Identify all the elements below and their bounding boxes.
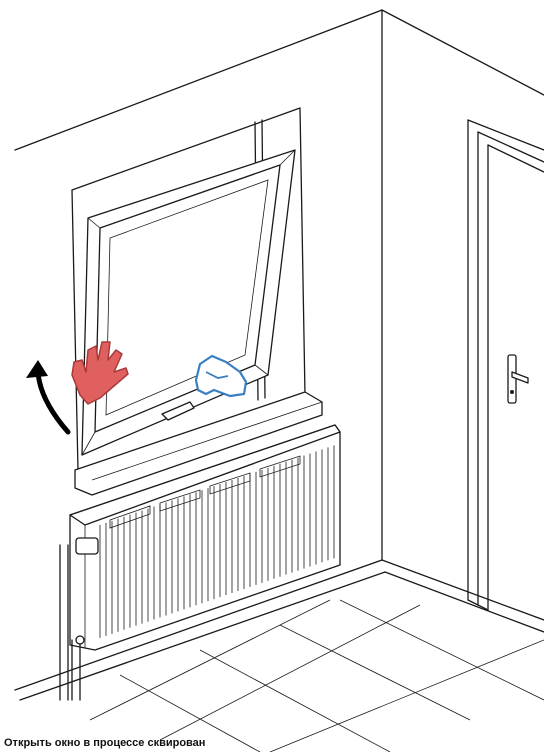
caption-text: Открыть окно в процессе сквирован — [4, 735, 205, 751]
door — [468, 120, 544, 610]
open-arrow-icon — [26, 360, 68, 432]
door-handle-icon — [508, 355, 528, 403]
